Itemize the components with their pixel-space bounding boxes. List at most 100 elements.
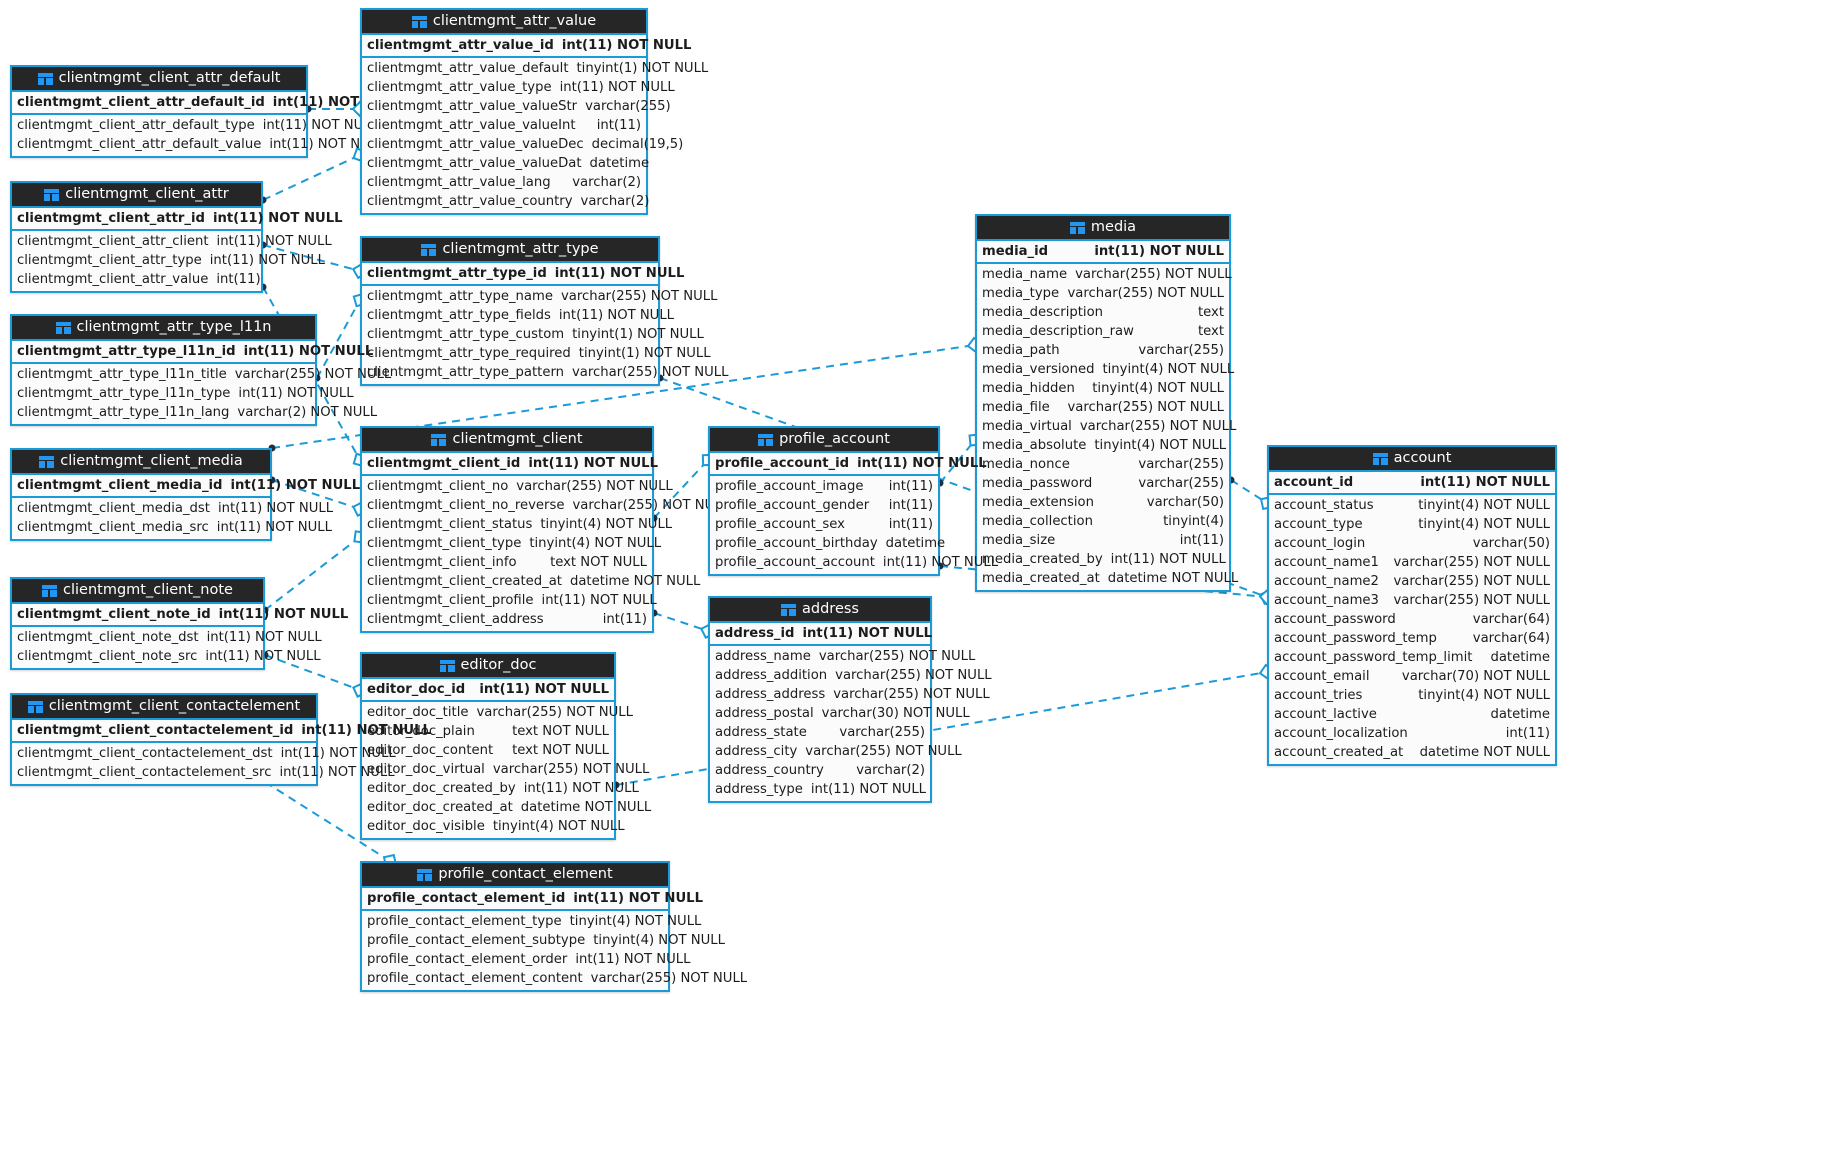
column-name: clientmgmt_attr_value_valueStr [367,99,578,114]
table-header[interactable]: account [1269,447,1555,472]
column-type: int(11) NOT NULL [479,682,609,697]
table-header[interactable]: clientmgmt_client [362,428,652,453]
table-header[interactable]: profile_account [710,428,938,453]
column-type: varchar(255) NOT NULL [1079,419,1237,434]
column-name: clientmgmt_attr_type_pattern [367,365,564,380]
table-icon [758,433,774,446]
column-name: media_description [982,305,1103,320]
column-name: media_nonce [982,457,1070,472]
column-name: media_id [982,244,1049,259]
table-name: profile_contact_element [438,866,613,882]
column-row: profile_contact_element_content varchar(2… [362,969,747,988]
column-type: datetime NOT NULL [520,800,652,815]
column-name: account_tries [1274,688,1363,703]
table-header[interactable]: clientmgmt_client_media [12,450,270,475]
column-type: int(11) NOT NULL [573,891,703,906]
column-type: varchar(255) [1138,343,1224,358]
table-clientmgmt_attr_type_l11n[interactable]: clientmgmt_attr_type_l11n clientmgmt_attr… [10,314,391,426]
column-type: varchar(50) [1472,536,1550,551]
column-name: clientmgmt_attr_value_valueDat [367,156,582,171]
column-name: clientmgmt_attr_type_l11n_lang [17,405,230,420]
relation-line [1230,479,1268,504]
column-name: clientmgmt_attr_type_l11n_id [17,344,236,359]
table-name: clientmgmt_client_attr_default [58,70,281,86]
column-type: tinyint(4) [1163,514,1224,529]
column-type: int(11) [1179,533,1224,548]
table-name: clientmgmt_client_attr [65,186,229,202]
table-header[interactable]: clientmgmt_client_attr [12,183,261,208]
column-name: media_file [982,400,1050,415]
table-header[interactable]: editor_doc [362,654,614,679]
table-header[interactable]: clientmgmt_attr_value [362,10,646,35]
column-type: int(11) [216,272,261,287]
table-clientmgmt_client_attr[interactable]: clientmgmt_client_attr clientmgmt_client_… [10,181,343,293]
column-name: media_extension [982,495,1094,510]
column-name: clientmgmt_attr_type_l11n_title [17,367,227,382]
column-name: account_id [1274,475,1354,490]
table-header[interactable]: clientmgmt_attr_type_l11n [12,316,315,341]
column-name: clientmgmt_client_profile [367,593,534,608]
table-clientmgmt_client_media[interactable]: clientmgmt_client_media clientmgmt_client… [10,448,360,541]
column-name: clientmgmt_client_attr_type [17,253,202,268]
table-clientmgmt_client_attr_default[interactable]: clientmgmt_client_attr_default clientmgmt… [10,65,402,158]
column-type: varchar(255) NOT NULL [1067,286,1225,301]
column-name: profile_contact_element_content [367,971,583,986]
table-header[interactable]: media [977,216,1229,241]
table-profile_contact_element[interactable]: profile_contact_element profile_contact_e… [360,861,747,992]
table-header[interactable]: clientmgmt_client_contactelement [12,695,316,720]
column-type: varchar(255) NOT NULL [590,971,748,986]
column-name: clientmgmt_client_attr_default_id [17,95,265,110]
table-name: clientmgmt_client [452,431,583,447]
table-header[interactable]: clientmgmt_client_note [12,579,263,604]
table-header[interactable]: profile_contact_element [362,863,668,888]
column-type: varchar(70) NOT NULL [1401,669,1550,684]
table-header[interactable]: address [710,598,930,623]
column-name: clientmgmt_client_media_src [17,520,209,535]
table-clientmgmt_attr_type[interactable]: clientmgmt_attr_type clientmgmt_attr_type… [360,236,729,386]
table-header[interactable]: clientmgmt_client_attr_default [12,67,306,92]
column-name: media_virtual [982,419,1072,434]
table-icon [411,15,427,28]
column-type: varchar(255) NOT NULL [572,365,729,380]
table-header[interactable]: clientmgmt_attr_type [362,238,658,263]
table-clientmgmt_attr_value[interactable]: clientmgmt_attr_value clientmgmt_attr_val… [360,8,708,215]
column-type: int(11) NOT NULL [217,501,334,516]
column-name: account_localization [1274,726,1408,741]
